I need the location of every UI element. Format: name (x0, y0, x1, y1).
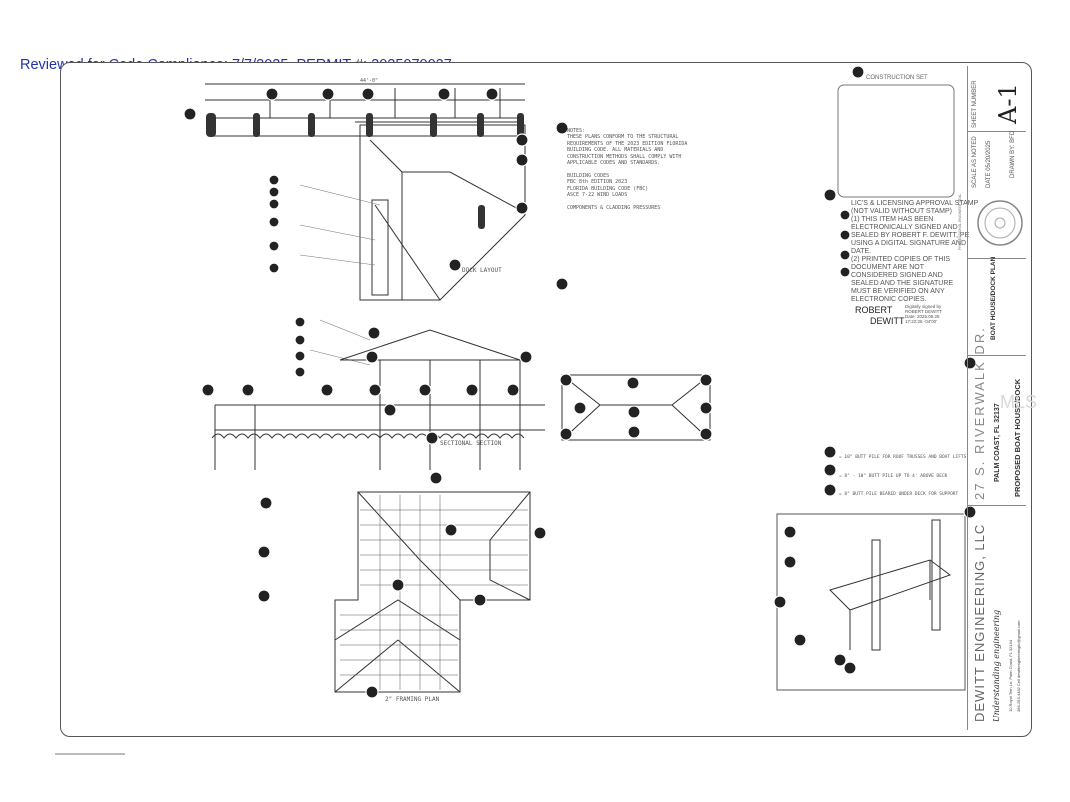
label-dock-layout: DOCK LAYOUT (462, 267, 502, 274)
general-notes: NOTES: THESE PLANS CONFORM TO THE STRUCT… (567, 128, 688, 211)
license-note: LIC'S & LICENSING APPROVAL STAMP (NOT VA… (851, 200, 979, 303)
firm-address: 10 Royal Tern Ln, Palm Coast, FL 32164 (1008, 639, 1013, 712)
firm-name: DEWITT ENGINEERING, LLC (972, 523, 987, 722)
footer-line (55, 753, 125, 755)
mls-watermark: MLS (1000, 392, 1038, 412)
sheet-number-label: SHEET NUMBER (972, 80, 978, 128)
pe-seal-label: PROFESSIONAL ENGINEER SEAL (958, 193, 962, 250)
scale-label: SCALE AS NOTED (972, 136, 978, 188)
project-address: 27 S. RIVERWALK DR. (972, 326, 987, 500)
date-label: DATE 05/20/2025 (986, 140, 992, 188)
firm-tagline: Understanding engineering (992, 609, 1001, 722)
construction-set-label: CONSTRUCTION SET (866, 75, 928, 81)
pile-legend-3: = 8" BUTT PILE BEARED UNDER DECK FOR SUP… (839, 492, 959, 497)
label-framing-plan: 2" FRAMING PLAN (385, 696, 440, 703)
dim-overall-width: 44'-0" (360, 78, 379, 84)
pile-legend-2: = 8" - 10" BUTT PILE UP TO 4' ABOVE DECK (839, 474, 948, 479)
project-city: PALM COAST, FL 32137 (994, 403, 1001, 482)
pe-seal (977, 200, 1023, 246)
firm-contact: 386-283-4482 Cell dewittengineeringllc@g… (1016, 620, 1021, 712)
title-block (967, 66, 1027, 730)
digital-signature-note: Digitally signed by ROBERT DEWITT Date: … (905, 304, 943, 324)
pile-legend-1: = 10" BUTT PILE FOR ROOF TRUSSES AND BOA… (839, 455, 967, 460)
label-sectional-section: SECTIONAL SECTION (440, 440, 502, 447)
drawn-by-label: DRAWN BY: BFD (1010, 130, 1016, 178)
drawing-sheet (60, 62, 1032, 737)
sheet-title: BOAT HOUSE/DOCK PLAN (990, 256, 997, 340)
sheet-number: A-1 (994, 83, 1022, 124)
signature-name-1: ROBERT (855, 305, 893, 315)
signature-name-2: DEWITT (870, 316, 905, 326)
